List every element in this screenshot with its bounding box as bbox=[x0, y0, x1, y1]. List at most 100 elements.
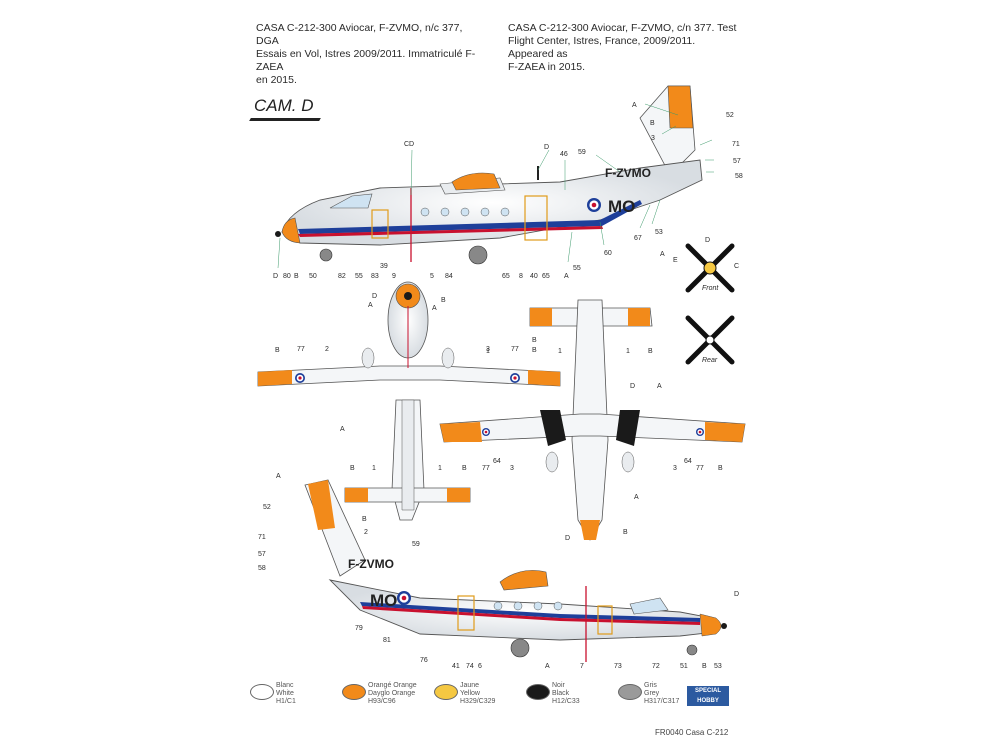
callout: 71 bbox=[732, 141, 740, 148]
callout: 2 bbox=[364, 529, 368, 536]
callout: 80 bbox=[283, 273, 291, 280]
callout: B bbox=[532, 347, 537, 354]
legend-swatch bbox=[526, 684, 550, 700]
callout: 74 bbox=[466, 663, 474, 670]
callout: B bbox=[650, 120, 655, 127]
callout: 65 bbox=[542, 273, 550, 280]
callout: A bbox=[564, 273, 569, 280]
fuselage-code-top: MO bbox=[608, 197, 635, 216]
callout: 77 bbox=[696, 465, 704, 472]
callout: 41 bbox=[452, 663, 460, 670]
callout: 60 bbox=[604, 250, 612, 257]
front-view: D A B B 77 2 3 77 B A B 1 1 B 1 bbox=[257, 281, 561, 521]
callout: 55 bbox=[355, 273, 363, 280]
callout: 9 bbox=[392, 273, 396, 280]
callout: 76 bbox=[420, 657, 428, 664]
callout: B bbox=[350, 465, 355, 472]
header-left: CASA C-212-300 Aviocar, F-ZVMO, n/c 377,… bbox=[256, 22, 486, 87]
prop-rear-label: Rear bbox=[702, 357, 718, 364]
callout: A bbox=[432, 305, 437, 312]
brand-logo: SPECIAL HOBBY bbox=[687, 686, 729, 706]
callout: 77 bbox=[511, 346, 519, 353]
callout: 3 bbox=[510, 465, 514, 472]
prop-blade-label: E bbox=[673, 257, 678, 264]
callout: 1 bbox=[372, 465, 376, 472]
header-left-line: CASA C-212-300 Aviocar, F-ZVMO, n/c 377,… bbox=[256, 22, 463, 47]
prop-blade-label: A bbox=[660, 251, 665, 258]
side-view-top: MO F-ZVMO A 52 B 3 71 57 58 CD D 46 59 6… bbox=[273, 85, 743, 280]
header-right-line: Flight Center, Istres, France, 2009/2011… bbox=[508, 35, 696, 60]
callout: 82 bbox=[338, 273, 346, 280]
prop-front-label: Front bbox=[702, 285, 719, 292]
callout: B bbox=[532, 337, 537, 344]
callout: B bbox=[362, 516, 367, 523]
callout: 58 bbox=[735, 173, 743, 180]
callout: D bbox=[630, 383, 635, 390]
callout: 40 bbox=[530, 273, 538, 280]
callout: B bbox=[702, 663, 707, 670]
callout: 77 bbox=[482, 465, 490, 472]
callout: B bbox=[294, 273, 299, 280]
callout: D bbox=[734, 591, 739, 598]
callout: 64 bbox=[493, 458, 501, 465]
legend-swatch bbox=[618, 684, 642, 700]
callout: 8 bbox=[519, 273, 523, 280]
legend-swatch bbox=[434, 684, 458, 700]
callout: 39 bbox=[380, 263, 388, 270]
callout: 59 bbox=[412, 541, 420, 548]
callout: 77 bbox=[297, 346, 305, 353]
callout: 46 bbox=[560, 151, 568, 158]
header-left-line: Essais en Vol, Istres 2009/2011. Immatri… bbox=[256, 48, 476, 73]
legend-swatch bbox=[342, 684, 366, 700]
callout: 3 bbox=[486, 346, 490, 353]
callout: 1 bbox=[626, 348, 630, 355]
footer-code: FR0040 Casa C-212 bbox=[655, 728, 729, 737]
callout: 73 bbox=[614, 663, 622, 670]
plan-view-underside: B 1 1 B D A 3 64 77 B 77 64 3 A D B A bbox=[432, 299, 746, 542]
callout: A bbox=[276, 473, 281, 480]
callout: CD bbox=[404, 141, 414, 148]
callout: 57 bbox=[258, 551, 266, 558]
callout: B bbox=[718, 465, 723, 472]
header-right-line: CASA C-212-300 Aviocar, F-ZVMO, c/n 377.… bbox=[508, 22, 737, 34]
callout: 5 bbox=[430, 273, 434, 280]
fuselage-code-bottom: MO bbox=[370, 591, 397, 610]
callout: 65 bbox=[502, 273, 510, 280]
callout: 64 bbox=[684, 458, 692, 465]
camo-title: CAM. D bbox=[254, 96, 314, 115]
callout: 3 bbox=[651, 135, 655, 142]
callout: D bbox=[565, 535, 570, 542]
callout: 50 bbox=[309, 273, 317, 280]
header-right-line: F-ZAEA in 2015. bbox=[508, 61, 586, 73]
callout: 53 bbox=[655, 229, 663, 236]
header-right: CASA C-212-300 Aviocar, F-ZVMO, c/n 377.… bbox=[508, 22, 738, 74]
callout: 6 bbox=[478, 663, 482, 670]
callout: B bbox=[441, 297, 446, 304]
header-left-line: en 2015. bbox=[256, 74, 297, 86]
callout: B bbox=[275, 347, 280, 354]
legend-swatch bbox=[250, 684, 274, 700]
prop-blade-label: C bbox=[734, 263, 739, 270]
callout: 79 bbox=[355, 625, 363, 632]
callout: A bbox=[545, 663, 550, 670]
callout: 2 bbox=[325, 346, 329, 353]
callout: 55 bbox=[573, 265, 581, 272]
callout: B bbox=[462, 465, 467, 472]
callout: 52 bbox=[726, 112, 734, 119]
propeller-front: D E C A Front bbox=[660, 237, 739, 293]
callout: D bbox=[273, 273, 278, 280]
callout: 59 bbox=[578, 149, 586, 156]
callout: 83 bbox=[371, 273, 379, 280]
callout: B bbox=[623, 529, 628, 536]
callout: 67 bbox=[634, 235, 642, 242]
